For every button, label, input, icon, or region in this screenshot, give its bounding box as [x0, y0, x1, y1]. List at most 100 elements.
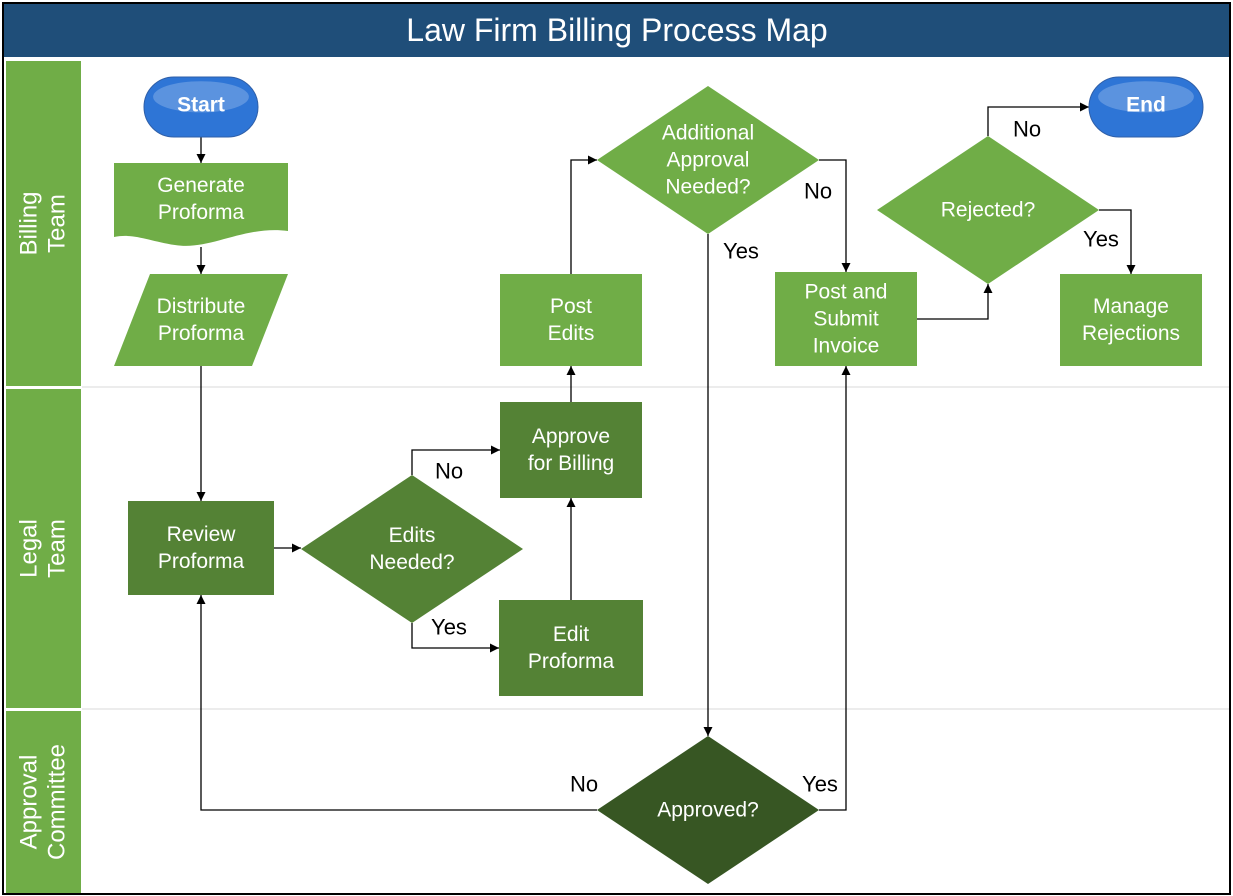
node-end: End [1088, 76, 1204, 138]
decision-diamond [597, 86, 819, 234]
lane-title-legal: LegalTeam [16, 519, 71, 578]
node-label-line: Distribute [157, 295, 246, 318]
connector-additional-to-post-submit [819, 159, 851, 272]
node-label-line: Additional [662, 122, 754, 145]
process-box [128, 501, 274, 595]
node-approve-billing: Approve for Billing [500, 402, 642, 498]
node-label-line: Manage [1093, 295, 1169, 318]
lane-title-line: Billing [16, 191, 43, 255]
lane-title-committee: ApprovalCommittee [16, 744, 71, 860]
edge-label-yes: Yes [1083, 227, 1119, 252]
diagram-title: Law Firm Billing Process Map [406, 12, 827, 48]
connector-post-edits-to-additional [570, 155, 597, 274]
node-label-start: Start [177, 94, 225, 117]
title-bar [3, 3, 1230, 57]
node-label-line: Edits [548, 322, 595, 345]
node-label-line: Proforma [158, 201, 245, 224]
node-label-line: Invoice [813, 335, 880, 358]
lane-title-line: Legal [16, 519, 43, 578]
node-label-line: Edit [553, 623, 589, 646]
lane-title-line: Approval [16, 755, 43, 850]
connector-edits-needed-to-approve-billing [411, 445, 500, 475]
node-label-line: Review [167, 523, 237, 546]
node-label-line: Approval [667, 149, 750, 172]
edge-label-no: No [570, 772, 598, 797]
node-start: Start [143, 76, 259, 138]
node-label-line: Needed? [665, 176, 750, 199]
node-label-approve-billing: Approve for Billing [528, 425, 614, 475]
node-label-line: for Billing [528, 452, 614, 475]
document-shape [114, 163, 288, 246]
node-label-end: End [1126, 94, 1166, 117]
connector-post-submit-to-rejected [917, 284, 993, 320]
lane-title-billing: BillingTeam [16, 191, 71, 255]
lane-title-line: Team [44, 194, 71, 253]
lane-title-line: Team [44, 519, 71, 578]
lane-label-legal [6, 389, 81, 708]
process-box [499, 600, 643, 696]
edge-label-no: No [1013, 117, 1041, 142]
decision-diamond [597, 736, 819, 884]
node-label-line: Post [550, 295, 592, 318]
edge-label-no: No [804, 179, 832, 204]
node-label-approved: Approved? [657, 799, 759, 822]
node-label-line: Generate [157, 174, 245, 197]
decision-diamond [877, 136, 1099, 284]
node-label-line: Start [177, 94, 225, 117]
node-label-line: Rejections [1082, 322, 1180, 345]
connector-approved-to-review [196, 595, 597, 811]
connector-edits-needed-to-edit [411, 623, 499, 653]
node-label-line: Proforma [158, 550, 245, 573]
connector-approved-to-post-submit [819, 366, 851, 811]
process-box [775, 272, 917, 366]
terminator-highlight [1098, 81, 1194, 113]
node-label-line: Needed? [369, 551, 454, 574]
lane-label-committee [6, 711, 81, 893]
node-label-line: Approve [532, 425, 610, 448]
process-box [500, 402, 642, 498]
connector-rejected-to-manage [1099, 209, 1136, 274]
terminator-highlight [153, 81, 249, 113]
connector-rejected-to-end [987, 102, 1089, 136]
edge-label-yes: Yes [431, 615, 467, 640]
decision-diamond [301, 475, 523, 623]
lane-title-line: Committee [44, 744, 71, 860]
terminator-pill [1088, 76, 1204, 138]
node-label-line: Proforma [528, 650, 615, 673]
edge-label-no: No [435, 459, 463, 484]
edge-label-yes: Yes [802, 772, 838, 797]
io-parallelogram [114, 274, 288, 366]
terminator-pill [143, 76, 259, 138]
node-label-line: Edits [389, 524, 436, 547]
edge-label-yes: Yes [723, 239, 759, 264]
node-label-line: Rejected? [941, 199, 1036, 222]
node-label-line: Post and [805, 281, 888, 304]
process-box [500, 274, 642, 366]
node-label-line: Submit [813, 308, 879, 331]
node-label-rejected: Rejected? [941, 199, 1036, 222]
node-label-line: Proforma [158, 322, 245, 345]
node-label-line: Approved? [657, 799, 759, 822]
node-rejected: Rejected? [877, 136, 1099, 284]
node-label-line: End [1126, 94, 1166, 117]
process-box [1060, 274, 1202, 366]
